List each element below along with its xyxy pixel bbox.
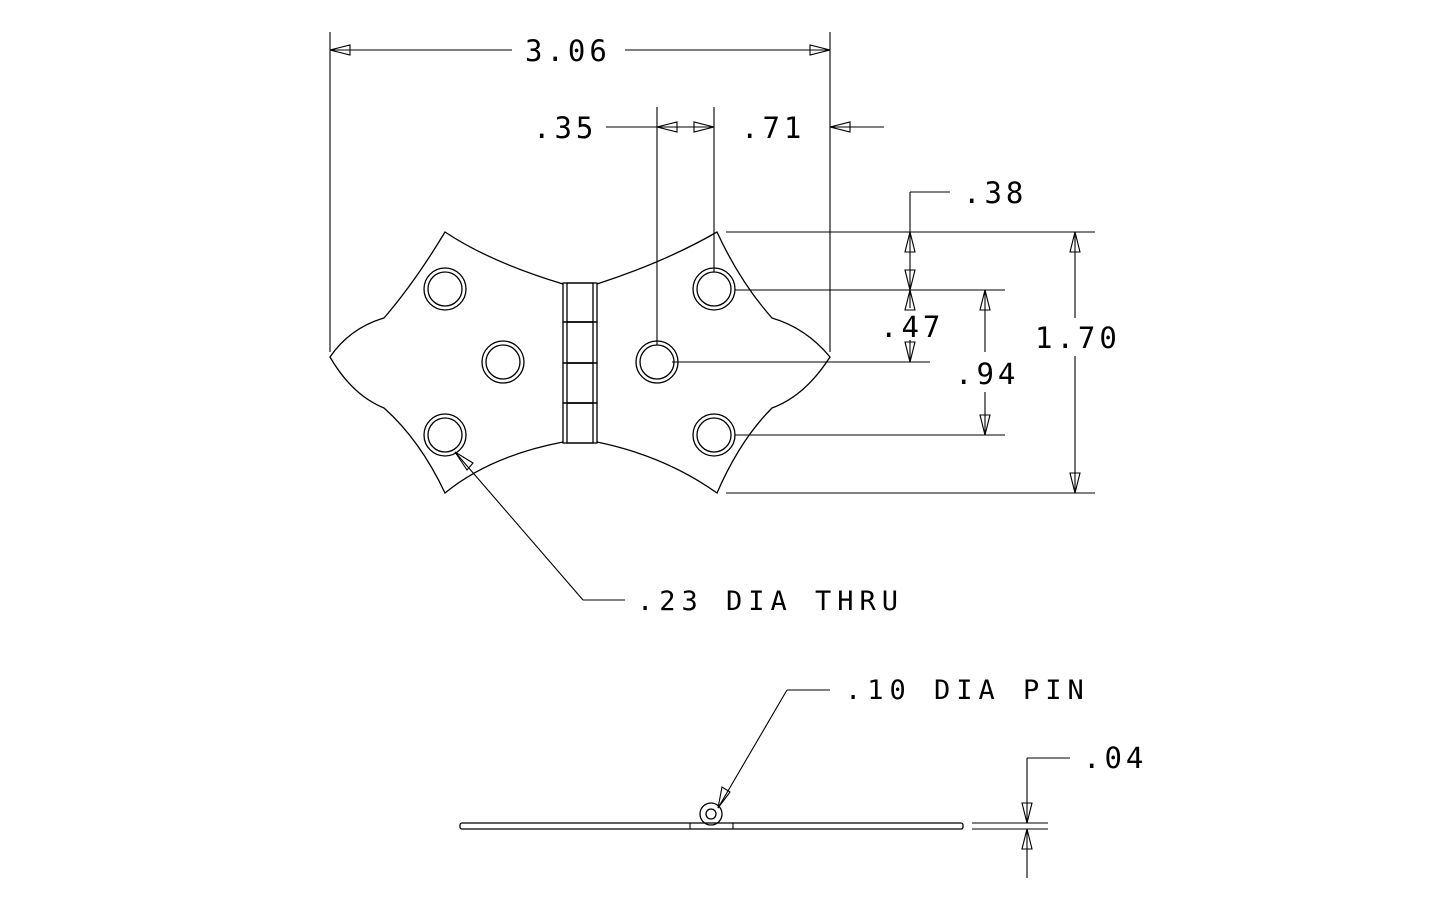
dimension-thickness: .04 [972,741,1147,878]
overall-width-label: 3.06 [525,34,611,68]
hole-offset-outer-label: .71 [741,111,805,145]
hole-spacing-label: .94 [955,357,1019,391]
hole-callout-text: .23 DIA THRU [637,586,904,617]
hole-callout-leader: .23 DIA THRU [454,451,904,617]
dimension-hole-spacing: .94 [955,289,1019,436]
dimension-overall-width: 3.06 [329,32,831,352]
hinge-knuckles [562,282,598,444]
pin-callout-text: .10 DIA PIN [845,675,1090,706]
hinge-pin [699,802,723,826]
extension-lines-right [672,231,1095,494]
dimension-hole-spacing-half: .47 [880,310,944,363]
dimension-top-hole-offset: .38 [904,176,1027,311]
thickness-label: .04 [1083,741,1147,775]
pin-callout-leader: .10 DIA PIN [717,675,1090,809]
dimension-overall-height: 1.70 [1035,231,1121,494]
dimension-hole-offsets: .35 .71 [533,107,884,345]
overall-height-label: 1.70 [1035,321,1121,355]
hole-spacing-half-label: .47 [880,310,944,344]
hole-offset-inner-label: .35 [533,111,597,145]
hinge-side-view [459,802,964,830]
left-leaf-outline [329,231,564,495]
top-hole-offset-label: .38 [963,176,1027,210]
